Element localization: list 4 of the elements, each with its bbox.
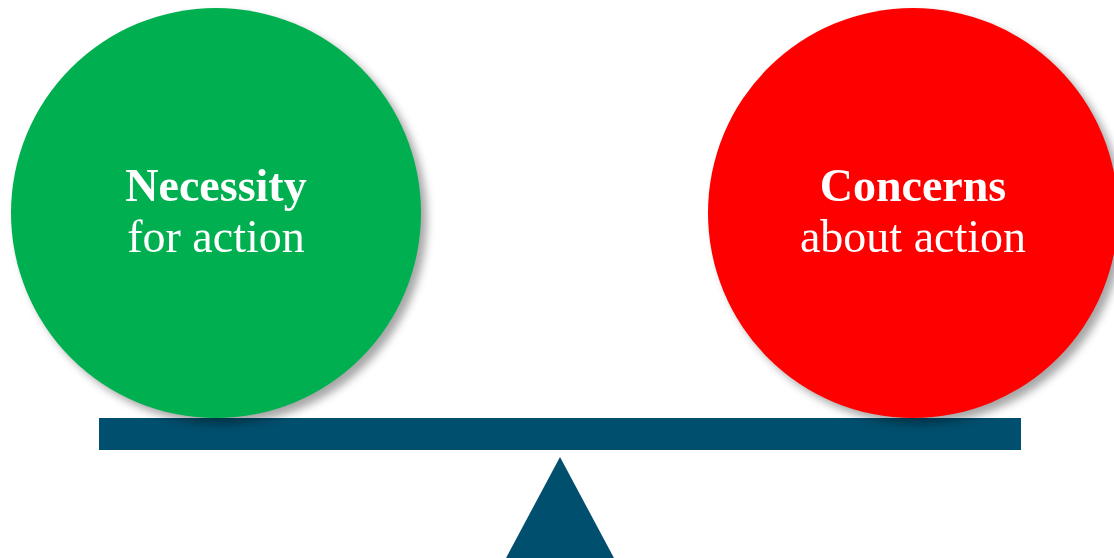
node-text: for action — [127, 211, 305, 264]
node-heading: Concerns — [819, 158, 1007, 213]
node-text: about action — [799, 210, 1027, 264]
node-heading: Necessity — [125, 158, 307, 213]
